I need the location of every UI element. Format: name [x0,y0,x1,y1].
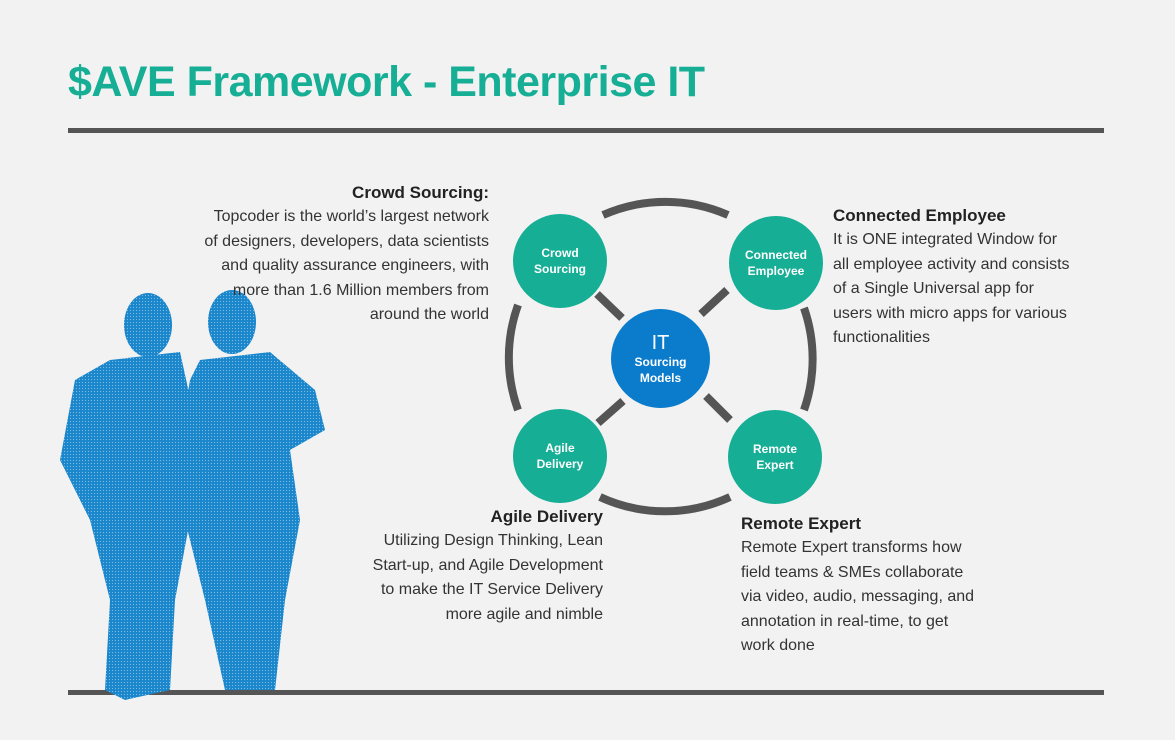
section-text: annotation in real-time, to get [741,612,949,630]
node-label: Delivery [536,457,584,471]
section-text: more than 1.6 Million members from [232,281,489,299]
section-text: Start-up, and Agile Development [372,556,603,574]
agile-delivery-section: Agile Delivery Utilizing Design Thinking… [373,505,603,627]
section-text: It is ONE integrated Window for [833,231,1058,248]
section-text: and quality assurance engineers, with [221,257,489,274]
section-text: Topcoder is the world’s largest network [213,208,489,225]
section-text: work done [741,637,815,654]
node-label: Connected [744,248,807,262]
section-heading: Remote Expert [741,514,861,533]
node-label: Expert [756,458,794,472]
section-text: of a Single Universal app for [833,280,1034,297]
section-text: around the world [369,306,489,323]
crowd-sourcing-section: Crowd Sourcing: Topcoder is the world’s … [204,181,489,328]
node-label: Crowd [541,246,579,260]
bottom-divider [68,690,1104,695]
section-text: functionalities [833,329,930,346]
section-text: of designers, developers, data scientist… [204,232,489,250]
section-text: via video, audio, messaging, and [741,588,975,605]
section-heading: Crowd Sourcing: [352,183,489,202]
node-label: Agile [545,441,575,455]
section-text: Remote Expert transforms how [741,539,962,556]
section-heading: Agile Delivery [490,507,603,526]
hub-label: Models [639,370,682,385]
top-divider [68,128,1104,133]
node-label: Sourcing [533,262,586,276]
section-text: all employee activity and consists [833,255,1070,273]
node-label: Remote [752,442,797,456]
hub-it-sourcing-models: IT Sourcing Models [611,309,710,408]
section-text: field teams & SMEs collaborate [741,563,964,581]
section-text: more agile and nimble [445,605,603,623]
remote-expert-section: Remote Expert Remote Expert transforms h… [741,512,974,659]
connected-employee-section: Connected Employee It is ONE integrated … [833,204,1070,351]
section-text: users with micro apps for various [833,304,1067,322]
section-heading: Connected Employee [833,206,1006,225]
hub-label: Sourcing [634,354,687,369]
page-title: $AVE Framework - Enterprise IT [68,58,705,106]
hub-label: IT [651,331,670,354]
node-label: Employee [747,264,805,278]
section-text: Utilizing Design Thinking, Lean [383,532,603,549]
section-text: to make the IT Service Delivery [380,581,603,598]
